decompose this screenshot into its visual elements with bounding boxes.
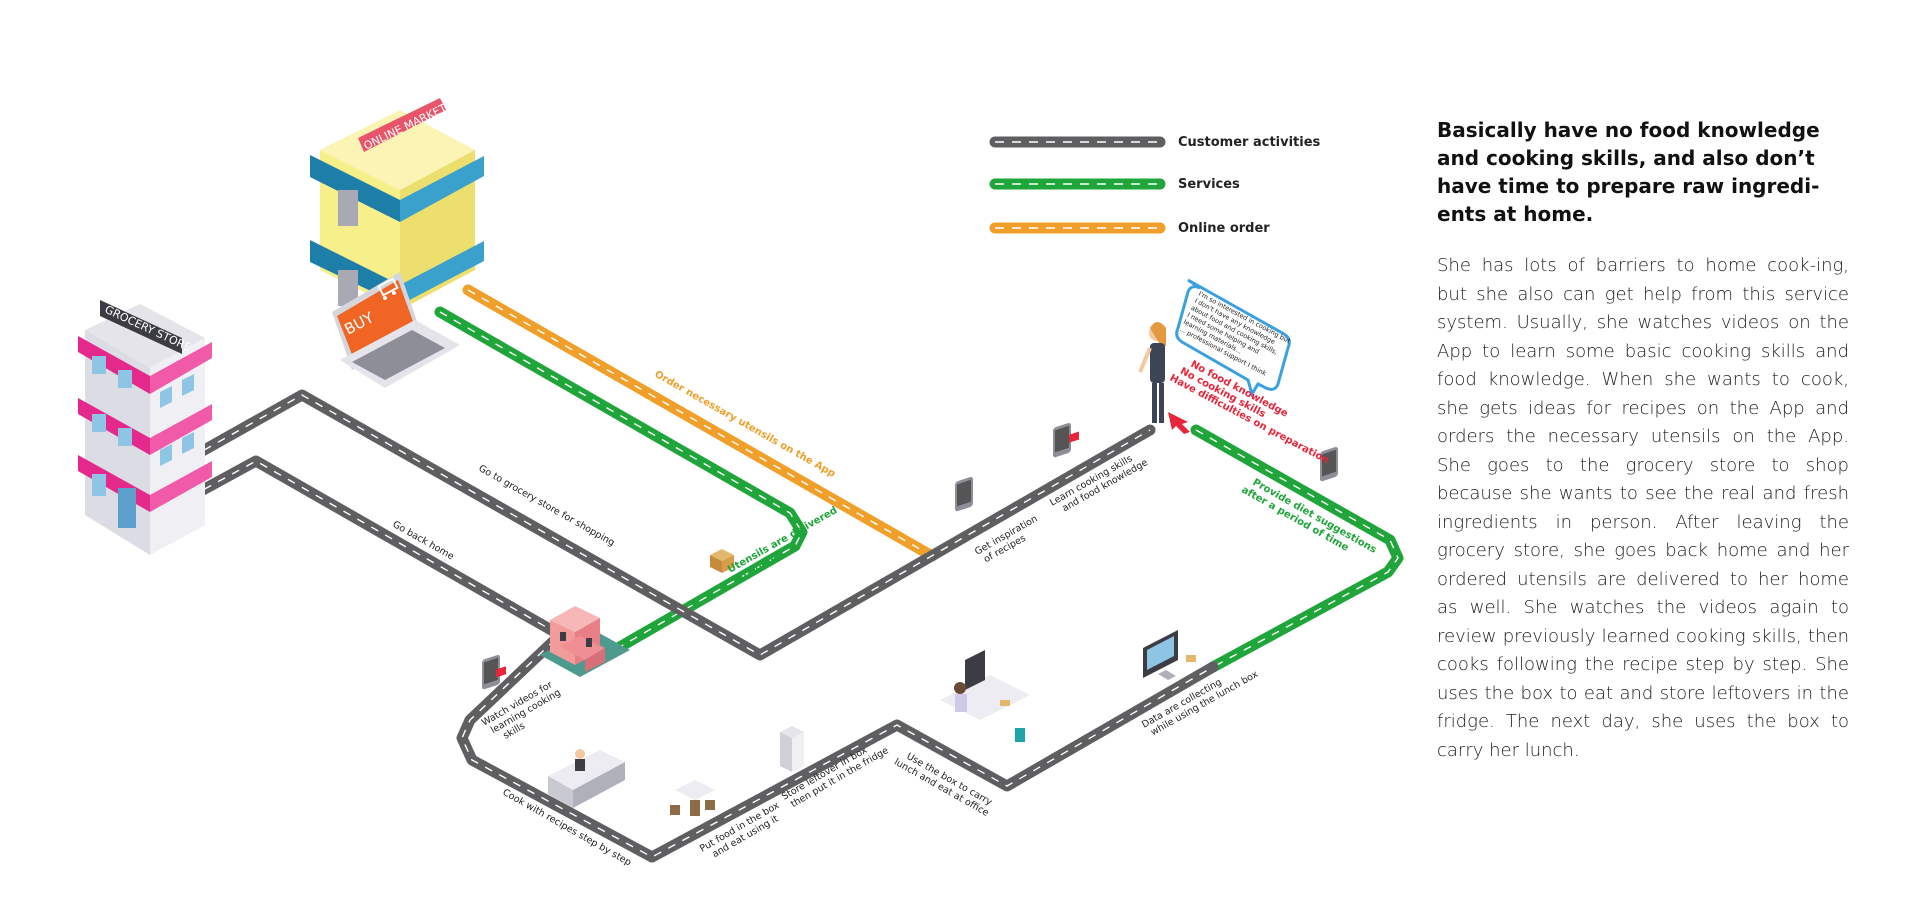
legend-services-label: Services bbox=[1178, 177, 1240, 192]
tablet-icon bbox=[1320, 446, 1338, 482]
story-body: She has lots of barriers to home cook-in… bbox=[1437, 255, 1849, 761]
grocery-store-building bbox=[78, 304, 212, 555]
services-delivery-path bbox=[434, 306, 808, 654]
online-market-building bbox=[310, 110, 484, 310]
tablet-icon bbox=[955, 476, 973, 512]
legend-customer-label: Customer activities bbox=[1178, 135, 1321, 150]
tablet-icon bbox=[482, 654, 506, 690]
office-desk bbox=[940, 650, 1030, 742]
label-order-utensils: Order necessary utensils on the App bbox=[653, 369, 837, 480]
legend-online-label: Online order bbox=[1178, 221, 1270, 236]
customer-path-home-routine bbox=[184, 455, 1219, 863]
online-order-path bbox=[462, 284, 938, 562]
story-heading: Basically have no food knowledge and coo… bbox=[1437, 118, 1820, 226]
fridge-icon bbox=[780, 726, 804, 772]
persona-figure bbox=[1138, 322, 1166, 423]
label-carry-lunch: Use the box to carry lunch and eat at of… bbox=[892, 747, 996, 819]
monitor-icon bbox=[1143, 630, 1196, 680]
services-diet-path bbox=[1190, 424, 1404, 673]
tablet-icon bbox=[1053, 422, 1079, 458]
arrow-icon bbox=[1168, 412, 1190, 434]
laptop: BUY bbox=[332, 272, 460, 388]
legend: Customer activities Services Online orde… bbox=[989, 135, 1321, 236]
shopping-cart-icon bbox=[377, 277, 399, 300]
kitchen-counter bbox=[548, 749, 625, 808]
home-building bbox=[540, 606, 630, 677]
story-panel: Basically have no food knowledge and coo… bbox=[1437, 116, 1849, 765]
dining-table bbox=[670, 780, 715, 816]
label-watch-videos: Watch videos for learning cooking skills bbox=[480, 676, 571, 748]
customer-path-to-grocery bbox=[184, 389, 1156, 661]
box-icon bbox=[710, 549, 734, 573]
